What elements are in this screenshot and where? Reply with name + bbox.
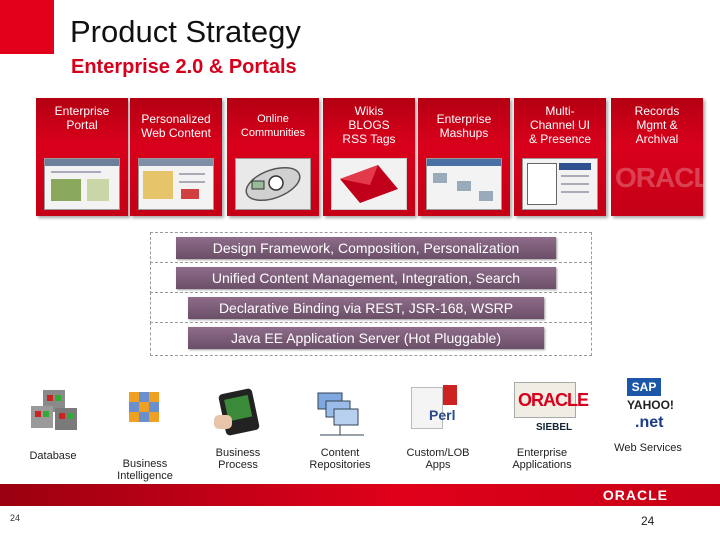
- tile-enterprise-mashups: Enterprise Mashups: [418, 98, 510, 216]
- item-label: Custom/LOB Apps: [406, 447, 470, 471]
- tile-multi-channel-ui: Multi- Channel UI & Presence: [514, 98, 606, 216]
- item-business-process: Business Process: [188, 385, 288, 471]
- footer-bar: [0, 484, 720, 506]
- layer-frame-4: Java EE Application Server (Hot Pluggabl…: [150, 322, 592, 356]
- item-business-intelligence: Business Intelligence: [95, 388, 195, 482]
- accent-square: [0, 0, 54, 54]
- item-label: Web Services: [614, 442, 682, 454]
- screenshot-thumbnail: [522, 158, 598, 210]
- folders-icon: [310, 385, 370, 443]
- layer-declarative-binding: Declarative Binding via REST, JSR-168, W…: [188, 297, 544, 319]
- siebel-logo: SIEBEL: [536, 422, 573, 433]
- page-title: Product Strategy: [70, 14, 301, 49]
- page-subtitle: Enterprise 2.0 & Portals: [71, 56, 297, 78]
- slide-number-small: 24: [10, 513, 21, 523]
- vendor-logos-icon: SAP YAHOO! .net: [613, 376, 683, 438]
- tile-label: Multi- Channel UI & Presence: [528, 104, 592, 146]
- tile-enterprise-portal: Enterprise Portal: [36, 98, 128, 216]
- perl-logo: Perl: [429, 407, 456, 423]
- database-icon: [23, 388, 83, 446]
- screenshot-thumbnail: [138, 158, 214, 210]
- item-enterprise-applications: ORACLE SIEBEL Enterprise Applications: [492, 380, 592, 471]
- layer-frame-1: Design Framework, Composition, Personali…: [150, 232, 592, 264]
- layer-frame-3: Declarative Binding via REST, JSR-168, W…: [150, 292, 592, 324]
- oracle-logos-icon: ORACLE SIEBEL: [504, 380, 589, 443]
- layer-frame-2: Unified Content Management, Integration,…: [150, 262, 592, 294]
- envelope-illustration: [331, 158, 407, 210]
- device-icon: [245, 166, 301, 202]
- oracle-footer-logo: ORACLE: [602, 487, 668, 503]
- tile-records-mgmt: Records Mgmt & Archival ORACLE: [611, 98, 703, 216]
- item-database: Database: [3, 388, 103, 462]
- item-label: Business Process: [215, 447, 261, 471]
- tile-personalized-web-content: Personalized Web Content: [130, 98, 222, 216]
- tile-label: Enterprise Mashups: [436, 112, 492, 140]
- screenshot-thumbnail: [426, 158, 502, 210]
- item-content-repositories: Content Repositories: [290, 385, 390, 471]
- layer-java-ee: Java EE Application Server (Hot Pluggabl…: [188, 327, 544, 349]
- oracle-watermark: ORACLE: [615, 162, 703, 193]
- app-logos-icon: Perl: [403, 385, 473, 443]
- dotnet-logo: .net: [635, 414, 664, 431]
- layer-design-framework: Design Framework, Composition, Personali…: [176, 237, 556, 259]
- item-label: Database: [29, 450, 77, 462]
- tile-label: Wikis BLOGS RSS Tags: [342, 104, 396, 146]
- tile-label: Online Communities: [240, 113, 306, 139]
- tile-online-communities: Online Communities: [227, 98, 319, 216]
- item-web-services: SAP YAHOO! .net Web Services: [598, 376, 698, 454]
- tile-label: Records Mgmt & Archival: [634, 104, 680, 146]
- phone-icon: [208, 385, 268, 443]
- yahoo-logo: YAHOO!: [627, 398, 674, 412]
- page-number: 24: [641, 514, 655, 528]
- cubes-icon: [115, 388, 175, 446]
- tile-label: Personalized Web Content: [141, 112, 211, 140]
- tile-label: Enterprise Portal: [54, 104, 110, 132]
- tile-wikis-blogs-rss: Wikis BLOGS RSS Tags: [323, 98, 415, 216]
- envelope-icon: [340, 165, 398, 203]
- item-label: Enterprise Applications: [512, 447, 572, 471]
- item-label: Business Intelligence: [117, 458, 173, 482]
- item-custom-lob-apps: Perl Custom/LOB Apps: [388, 385, 488, 471]
- device-illustration: [235, 158, 311, 210]
- sap-logo: SAP: [627, 378, 661, 396]
- screenshot-thumbnail: [44, 158, 120, 210]
- oracle-logo: ORACLE: [518, 390, 589, 410]
- layer-unified-content: Unified Content Management, Integration,…: [176, 267, 556, 289]
- item-label: Content Repositories: [309, 447, 371, 471]
